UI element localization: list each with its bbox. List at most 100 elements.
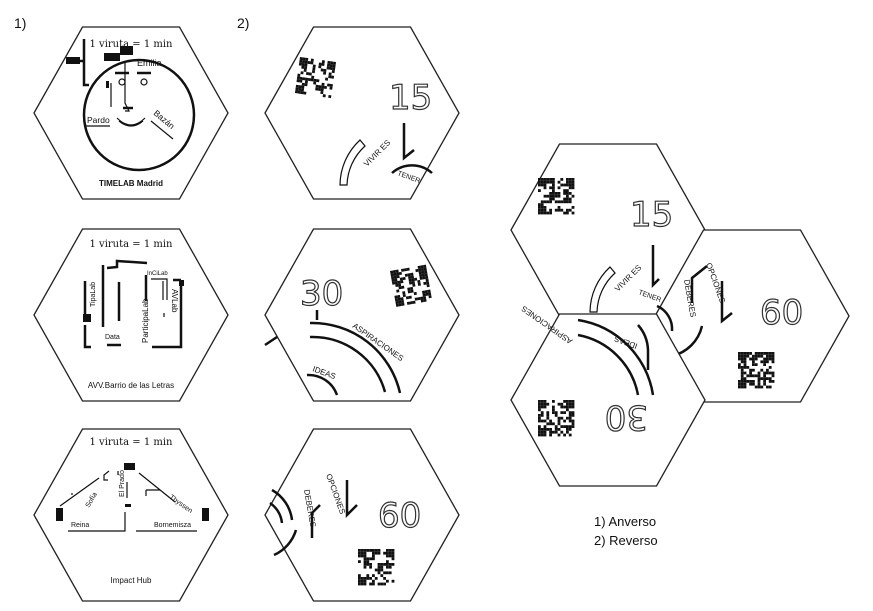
qr-module <box>369 577 372 580</box>
qr-module <box>360 551 364 555</box>
qr-module <box>400 280 404 284</box>
route-line <box>59 470 110 507</box>
qr-module <box>546 414 550 417</box>
qr-module <box>740 371 744 375</box>
hexagon-outline <box>33 228 229 402</box>
qr-module <box>321 82 325 86</box>
qr-module <box>366 577 370 580</box>
qr-module <box>557 192 561 195</box>
wall-line <box>151 278 168 300</box>
qr-module <box>407 290 411 294</box>
qr-module <box>752 354 755 358</box>
qr-module <box>549 200 552 204</box>
front-card-impact-hub: 1 viruta = 1 min El Prado Thyssen Sofía … <box>33 428 229 602</box>
qr-module <box>743 382 747 386</box>
qr-module <box>369 565 372 569</box>
qr-module <box>402 293 406 298</box>
qr-module <box>363 551 367 555</box>
qr-module <box>571 425 575 428</box>
qr-module <box>771 354 775 358</box>
arc-segment <box>273 529 298 557</box>
qr-module <box>405 296 410 300</box>
qr-module <box>372 579 375 583</box>
qr-module <box>386 560 389 563</box>
label-avlab: AVLab <box>170 289 179 313</box>
qr-module <box>304 80 308 84</box>
qr-module <box>740 357 744 361</box>
qr-module <box>396 275 400 279</box>
qr-module <box>424 272 428 277</box>
qr-module <box>377 571 381 575</box>
qr-module <box>566 428 569 431</box>
qr-module <box>543 402 547 406</box>
qr-module <box>322 94 326 98</box>
qr-module <box>563 189 566 192</box>
qr-module <box>538 189 541 192</box>
qr-module <box>394 295 398 299</box>
qr-module <box>549 422 552 426</box>
qr-module <box>566 211 569 215</box>
qr-module <box>358 579 361 583</box>
qr-module <box>757 380 761 383</box>
qr-module <box>299 79 303 83</box>
route-line <box>138 472 176 503</box>
qr-module <box>557 206 561 209</box>
qr-module <box>552 186 555 190</box>
qr-module <box>298 62 302 66</box>
qr-module <box>394 298 399 302</box>
qr-module <box>746 374 750 378</box>
qr-module <box>740 374 744 378</box>
qr-module <box>552 422 555 426</box>
block <box>56 508 63 521</box>
qr-module <box>754 354 758 358</box>
qr-module <box>424 270 428 274</box>
qr-module <box>386 565 389 569</box>
qr-module <box>566 405 569 409</box>
qr-module <box>402 276 406 281</box>
qr-module <box>363 554 367 558</box>
qr-module <box>738 380 741 383</box>
qr-module <box>768 380 772 383</box>
qr-module <box>566 194 569 198</box>
qr-module <box>540 402 544 406</box>
qr-module <box>363 565 367 569</box>
qr-module <box>377 563 381 566</box>
assembled-card-15: 15 VIVIR ES TENER <box>510 143 706 317</box>
qr-module <box>554 200 558 204</box>
label-incilab: InCiLab <box>147 271 168 277</box>
qr-module <box>301 82 305 86</box>
qr-module <box>557 433 561 437</box>
qr-module <box>768 357 772 361</box>
qr-module <box>566 197 569 201</box>
card-number: 60 <box>378 496 421 536</box>
qr-module <box>538 408 541 412</box>
qr-module <box>363 563 367 566</box>
qr-module <box>321 85 325 89</box>
qr-module <box>568 433 572 437</box>
qr-module <box>320 88 324 92</box>
qr-module <box>552 180 555 184</box>
card-footer: AVV.Barrio de las Letras <box>88 381 174 390</box>
qr-module <box>421 273 426 277</box>
scale-text: 1 viruta = 1 min <box>90 437 174 448</box>
qr-module <box>400 299 405 304</box>
qr-module <box>299 59 303 63</box>
qr-module <box>768 385 772 389</box>
qr-module <box>546 211 550 215</box>
qr-module <box>568 192 572 195</box>
qr-module <box>311 70 316 74</box>
qr-module <box>552 400 555 403</box>
label-reverso-marker: 2) <box>237 15 249 31</box>
qr-module <box>538 402 541 406</box>
qr-module <box>318 62 322 66</box>
qr-module <box>308 72 312 76</box>
qr-module <box>540 405 544 409</box>
qr-module <box>317 87 322 92</box>
qr-module <box>363 579 367 583</box>
qr-module <box>310 78 314 82</box>
qr-module <box>408 275 412 280</box>
qr-module <box>557 422 561 426</box>
qr-module <box>295 87 299 91</box>
smile <box>116 117 146 127</box>
qr-module <box>740 360 744 364</box>
